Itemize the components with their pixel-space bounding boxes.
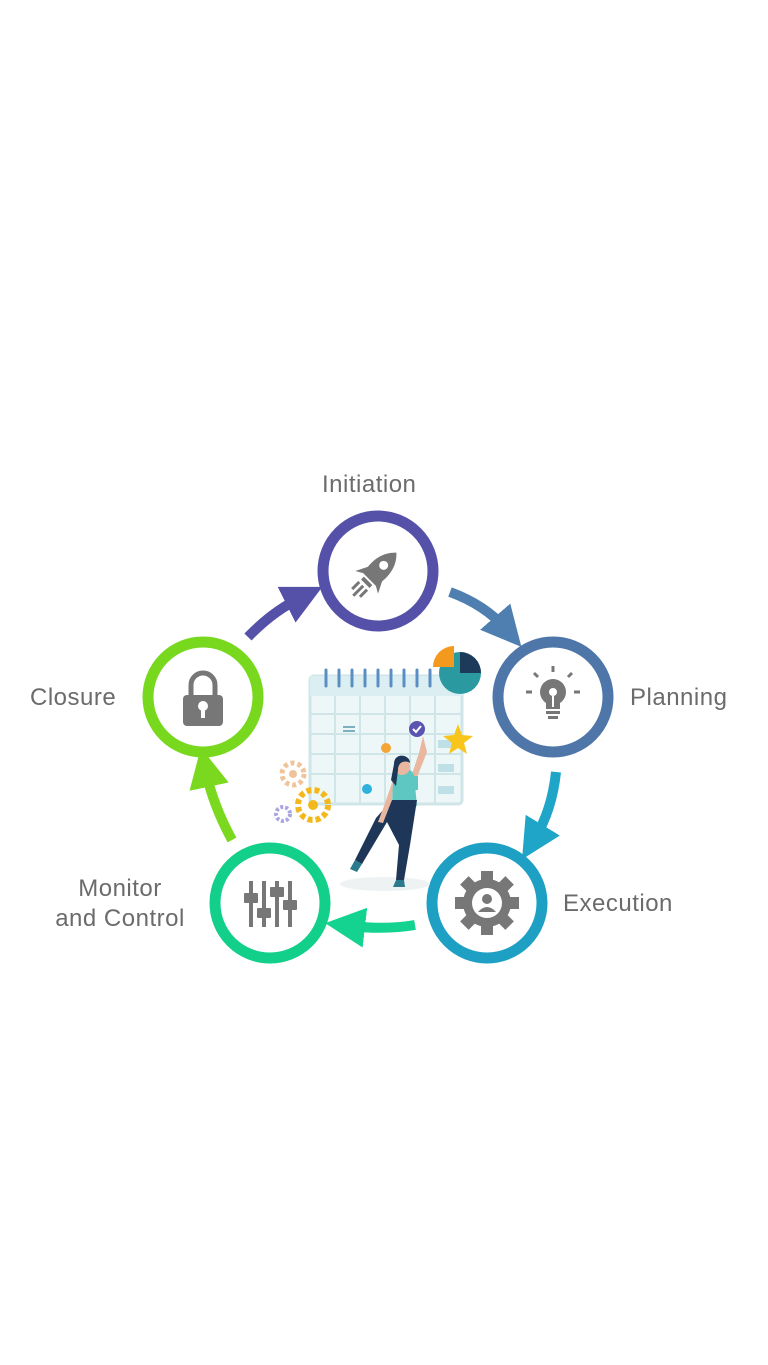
person-with-calendar-illustration: [274, 646, 481, 891]
star-decoration: [443, 724, 473, 754]
arrow-execution-to-monitor: [325, 907, 416, 948]
phase-node-initiation: [317, 510, 439, 632]
padlock-icon: [183, 670, 223, 726]
phase-label-monitor-line2: and Control: [55, 905, 185, 932]
gear-person-icon: [455, 871, 519, 935]
person-figure: [340, 736, 430, 891]
phase-node-planning: [492, 636, 614, 758]
phase-node-closure: [142, 636, 264, 758]
arrow-initiation-to-planning: [448, 587, 522, 647]
arrow-monitor-to-closure: [189, 747, 237, 843]
arrow-planning-to-execution: [522, 771, 561, 860]
phase-label-closure: Closure: [30, 684, 117, 711]
lightbulb-icon: [526, 666, 580, 719]
calendar-board: [308, 668, 464, 806]
phase-label-execution: Execution: [563, 890, 673, 917]
phase-node-monitor-and-control: [209, 842, 331, 964]
phase-label-monitor-line1: Monitor: [78, 875, 162, 902]
phase-node-execution: [426, 842, 548, 964]
gears-decoration: [274, 760, 331, 823]
arrow-closure-to-initiation: [244, 586, 323, 641]
rocket-icon: [351, 552, 397, 598]
sliders-icon: [244, 881, 297, 927]
phase-label-planning: Planning: [630, 684, 728, 711]
pie-chart-decoration: [433, 646, 481, 694]
phase-label-initiation: Initiation: [322, 471, 417, 498]
